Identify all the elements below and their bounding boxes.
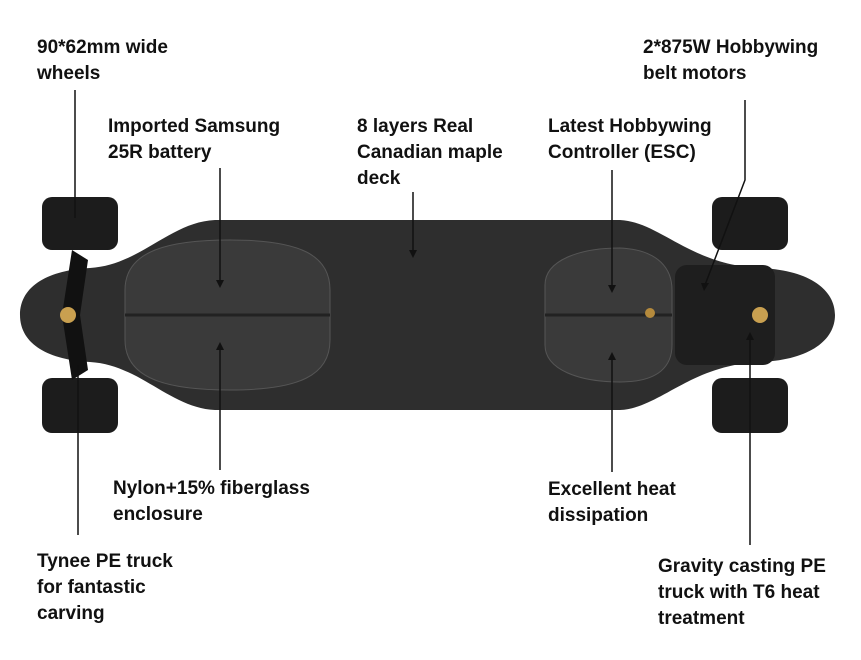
label-line: Nylon+15% fiberglass — [113, 478, 310, 499]
label-line: treatment — [658, 608, 745, 629]
label-line: Tynee PE truck — [37, 551, 173, 572]
label-line: 25R battery — [108, 142, 212, 163]
label-line: Excellent heat — [548, 479, 676, 500]
label-wheels: 90*62mm wide wheels — [37, 35, 168, 87]
label-line: Canadian maple — [357, 142, 503, 163]
label-line: Controller (ESC) — [548, 142, 696, 163]
label-line: wheels — [37, 63, 101, 84]
label-line: carving — [37, 603, 105, 624]
label-rear-truck: Gravity casting PE truck with T6 heat trea… — [658, 554, 826, 632]
label-line: truck with T6 heat — [658, 582, 820, 603]
label-line: deck — [357, 168, 401, 189]
label-line: Latest Hobbywing — [548, 116, 712, 137]
label-line: 8 layers Real — [357, 116, 474, 137]
pointer-lines — [74, 90, 751, 545]
label-line: for fantastic — [37, 577, 146, 598]
label-heat: Excellent heat dissipation — [548, 477, 676, 529]
label-line: enclosure — [113, 504, 203, 525]
label-line: dissipation — [548, 505, 649, 526]
label-line: 90*62mm wide — [37, 37, 168, 58]
label-battery: Imported Samsung 25R battery — [108, 114, 280, 166]
label-front-truck: Tynee PE truck for fantastic carving — [37, 549, 173, 627]
label-line: Gravity casting PE — [658, 556, 826, 577]
label-motors: 2*875W Hobbywing belt motors — [643, 35, 818, 87]
label-line: belt motors — [643, 63, 747, 84]
label-line: Imported Samsung — [108, 116, 281, 137]
label-line: 2*875W Hobbywing — [643, 37, 819, 58]
label-enclosure: Nylon+15% fiberglass enclosure — [113, 476, 310, 528]
